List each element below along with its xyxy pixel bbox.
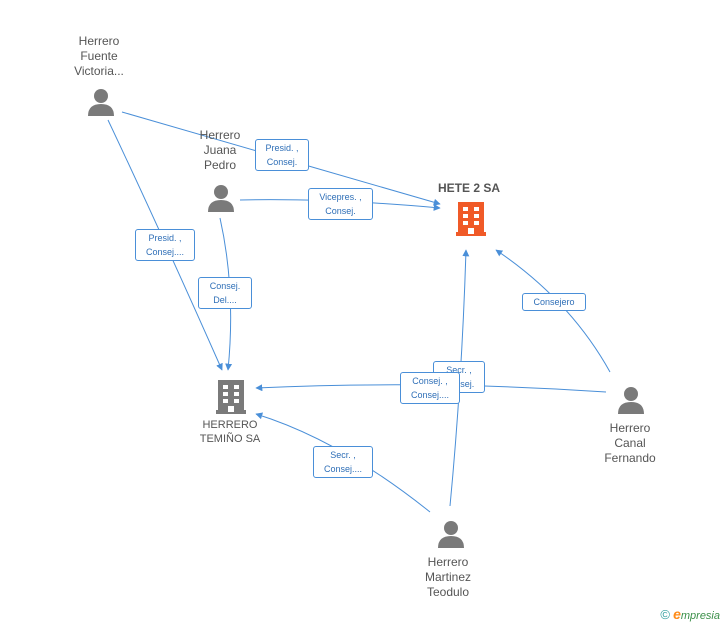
edge-label-martinez-temino[interactable]: Secr. , Consej.... <box>313 446 373 478</box>
company-hete-building-icon[interactable] <box>456 202 486 236</box>
edge-label-juana-hete[interactable]: Vicepres. , Consej. <box>308 188 373 220</box>
edge-canal-hete[interactable] <box>495 249 611 373</box>
company-hete-title[interactable]: HETE 2 SA <box>438 181 501 195</box>
empresia-brand[interactable]: © empresia <box>660 606 720 622</box>
edge-label-juana-temino[interactable]: Consej. Del.... <box>198 277 252 309</box>
edge-label-canal-temino[interactable]: Consej. , Consej.... <box>400 372 460 404</box>
person-victoria-label[interactable]: Herrero Fuente Victoria... <box>74 34 124 78</box>
person-canal-label[interactable]: Herrero Canal Fernando <box>604 421 656 465</box>
edge-label-victoria-temino[interactable]: Presid. , Consej.... <box>135 229 195 261</box>
edge-label-victoria-hete[interactable]: Presid. , Consej. <box>255 139 309 171</box>
person-martinez-icon[interactable] <box>438 521 464 548</box>
person-martinez-label[interactable]: Herrero Martinez Teodulo <box>424 555 471 599</box>
person-juana-label[interactable]: Herrero Juana Pedro <box>199 128 241 172</box>
copyright-symbol: © <box>660 607 671 622</box>
empresia-logo-text: mpresia <box>680 610 720 622</box>
person-juana-icon[interactable] <box>208 185 234 212</box>
empresia-logo-initial: e <box>673 606 681 622</box>
person-canal-icon[interactable] <box>618 387 644 414</box>
company-temino-label[interactable]: HERRERO TEMIÑO SA <box>199 419 261 445</box>
company-temino-building-icon[interactable] <box>216 380 246 414</box>
person-victoria-icon[interactable] <box>88 89 114 116</box>
edge-label-canal-hete[interactable]: Consejero <box>522 293 586 311</box>
